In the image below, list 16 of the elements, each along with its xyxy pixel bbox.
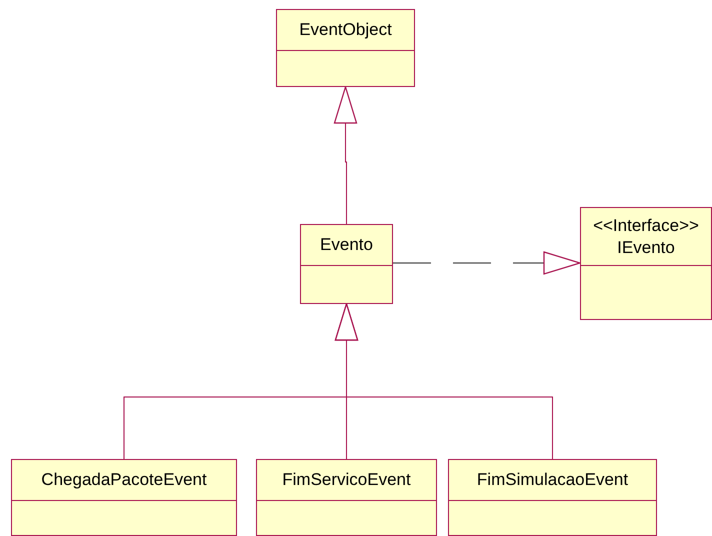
class-box	[256, 459, 437, 536]
class-name: EventObject	[299, 19, 392, 41]
class-box	[448, 459, 657, 536]
class-box	[11, 459, 237, 536]
class-name: FimSimulacaoEvent	[476, 469, 628, 491]
realization-arrow	[392, 251, 581, 275]
class-name: Evento	[320, 234, 373, 256]
class-name: IEvento	[617, 236, 675, 258]
class-name: FimServicoEvent	[282, 469, 411, 491]
stereotype-label: <<Interface>>	[593, 214, 699, 236]
class-name: ChegadaPacoteEvent	[41, 469, 207, 491]
generalization-arrow	[334, 303, 553, 460]
generalization-arrow	[334, 86, 358, 224]
class-box	[580, 207, 712, 320]
class-box	[276, 9, 415, 87]
class-box	[300, 224, 393, 304]
